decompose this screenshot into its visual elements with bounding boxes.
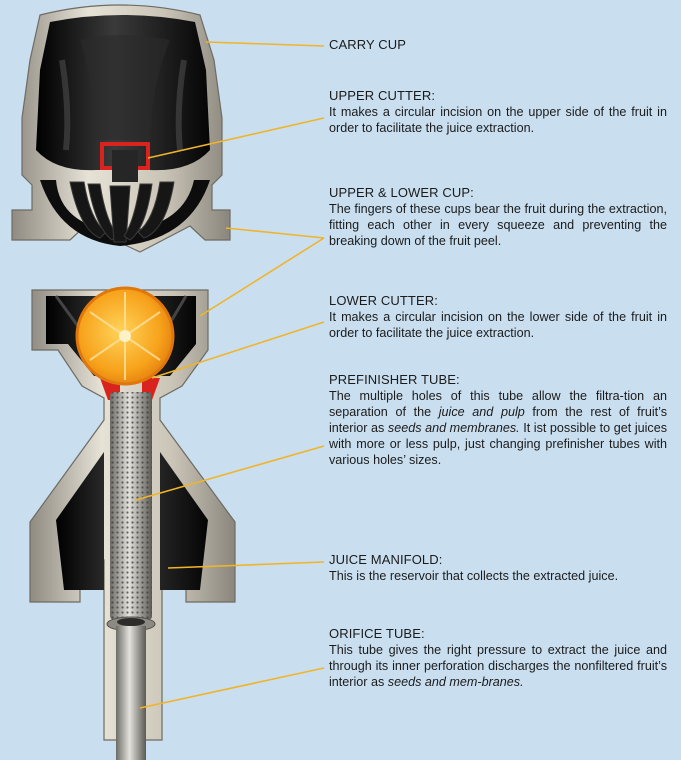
carry-cup-title: CARRY CUP	[329, 37, 667, 53]
leader-lower-cup	[200, 238, 324, 316]
leader-carry-cup	[206, 42, 324, 46]
orifice-tube-label: ORIFICE TUBE: This tube gives the right …	[329, 626, 667, 690]
leader-orifice	[140, 668, 324, 708]
lower-cutter-title: LOWER CUTTER:	[329, 293, 667, 309]
upper-cutter-text: It makes a circular incision on the uppe…	[329, 104, 667, 136]
leader-upper-cup	[226, 228, 324, 238]
upper-lower-cup-text: The fingers of these cups bear the fruit…	[329, 201, 667, 249]
orifice-text-b: seeds and mem-branes.	[388, 675, 524, 689]
prefinisher-text-b: juice and pulp	[439, 405, 525, 419]
orifice-tube-title: ORIFICE TUBE:	[329, 626, 667, 642]
juice-manifold-text: This is the reservoir that collects the …	[329, 568, 667, 584]
juice-manifold-title: JUICE MANIFOLD:	[329, 552, 667, 568]
prefinisher-tube-text: The multiple holes of this tube allow th…	[329, 388, 667, 468]
carry-cup-label: CARRY CUP	[329, 37, 667, 53]
juice-manifold-label: JUICE MANIFOLD: This is the reservoir th…	[329, 552, 667, 584]
orifice-tube	[116, 626, 146, 760]
orange-fruit	[77, 288, 173, 384]
upper-lower-cup-label: UPPER & LOWER CUP: The fingers of these …	[329, 185, 667, 249]
prefinisher-tube-title: PREFINISHER TUBE:	[329, 372, 667, 388]
upper-cutter-label: UPPER CUTTER: It makes a circular incisi…	[329, 88, 667, 136]
prefinisher-text-d: seeds and membranes.	[388, 421, 520, 435]
upper-lower-cup-title: UPPER & LOWER CUP:	[329, 185, 667, 201]
lower-cutter-text: It makes a circular incision on the lowe…	[329, 309, 667, 341]
orifice-tube-text: This tube gives the right pressure to ex…	[329, 642, 667, 690]
upper-cutter-title: UPPER CUTTER:	[329, 88, 667, 104]
lower-cutter-label: LOWER CUTTER: It makes a circular incisi…	[329, 293, 667, 341]
prefinisher-tube-label: PREFINISHER TUBE: The multiple holes of …	[329, 372, 667, 468]
carry-cup-assembly	[12, 5, 230, 252]
